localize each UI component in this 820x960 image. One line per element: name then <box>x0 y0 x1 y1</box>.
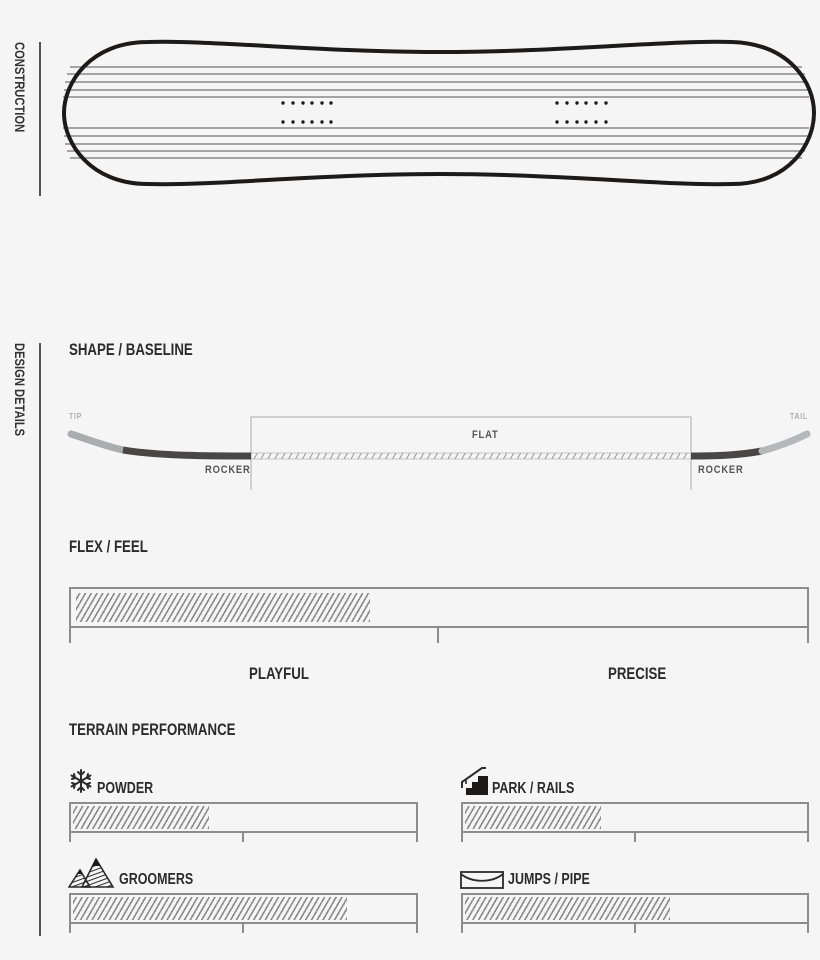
terrain-performance-title: TERRAIN PERFORMANCE <box>69 720 236 739</box>
design-details-section-label: DESIGN DETAILS <box>12 343 28 437</box>
park-tick-mid <box>634 831 636 842</box>
construction-divider <box>39 42 41 196</box>
powder-tick-mid <box>242 831 244 842</box>
groomers-tick-end <box>416 922 418 933</box>
groomers-rating-bar <box>69 893 418 924</box>
park-tick-start <box>461 831 463 842</box>
flex-playful-label: PLAYFUL <box>249 664 309 683</box>
tail-label: TAIL <box>790 412 809 421</box>
groomers-tick-mid <box>242 922 244 933</box>
halfpipe-icon <box>460 871 504 889</box>
flex-tick-mid <box>437 626 439 643</box>
jumps-pipe-label: JUMPS / PIPE <box>508 871 590 888</box>
park-tick-end <box>807 831 809 842</box>
groomers-label: GROOMERS <box>119 871 194 888</box>
powder-label: POWDER <box>97 780 154 797</box>
binding-insert-holes <box>281 101 608 124</box>
jumps-pipe-rating-bar <box>461 893 809 924</box>
flat-label: FLAT <box>472 429 499 441</box>
jumps-tick-mid <box>634 922 636 933</box>
flex-precise-label: PRECISE <box>608 664 667 683</box>
tip-label: TIP <box>69 412 83 421</box>
flex-tick-end <box>807 626 809 643</box>
baseline-profile-diagram <box>67 416 811 490</box>
mountains-icon <box>68 858 115 888</box>
rocker-right-label: ROCKER <box>698 464 744 476</box>
design-details-divider <box>39 343 41 936</box>
flex-tick-start <box>69 626 71 643</box>
flex-feel-title: FLEX / FEEL <box>69 537 148 556</box>
groomers-rating-fill <box>73 897 347 920</box>
shape-baseline-title: SHAPE / BASELINE <box>69 340 193 359</box>
flex-rating-bar <box>69 587 809 628</box>
groomers-tick-start <box>69 922 71 933</box>
flex-rating-fill <box>76 593 370 622</box>
park-rails-rating-bar <box>461 802 809 833</box>
stairs-rail-icon <box>461 767 488 795</box>
powder-rating-bar <box>69 802 418 833</box>
rocker-left-label: ROCKER <box>205 464 251 476</box>
jumps-pipe-rating-fill <box>465 897 670 920</box>
powder-rating-fill <box>73 806 209 829</box>
construction-section-label: CONSTRUCTION <box>12 42 28 133</box>
snowboard-top-view <box>61 39 817 187</box>
jumps-tick-start <box>461 922 463 933</box>
powder-tick-end <box>416 831 418 842</box>
powder-tick-start <box>69 831 71 842</box>
snowflake-icon <box>70 769 92 793</box>
park-rails-label: PARK / RAILS <box>492 780 575 797</box>
jumps-tick-end <box>807 922 809 933</box>
park-rails-rating-fill <box>465 806 601 829</box>
